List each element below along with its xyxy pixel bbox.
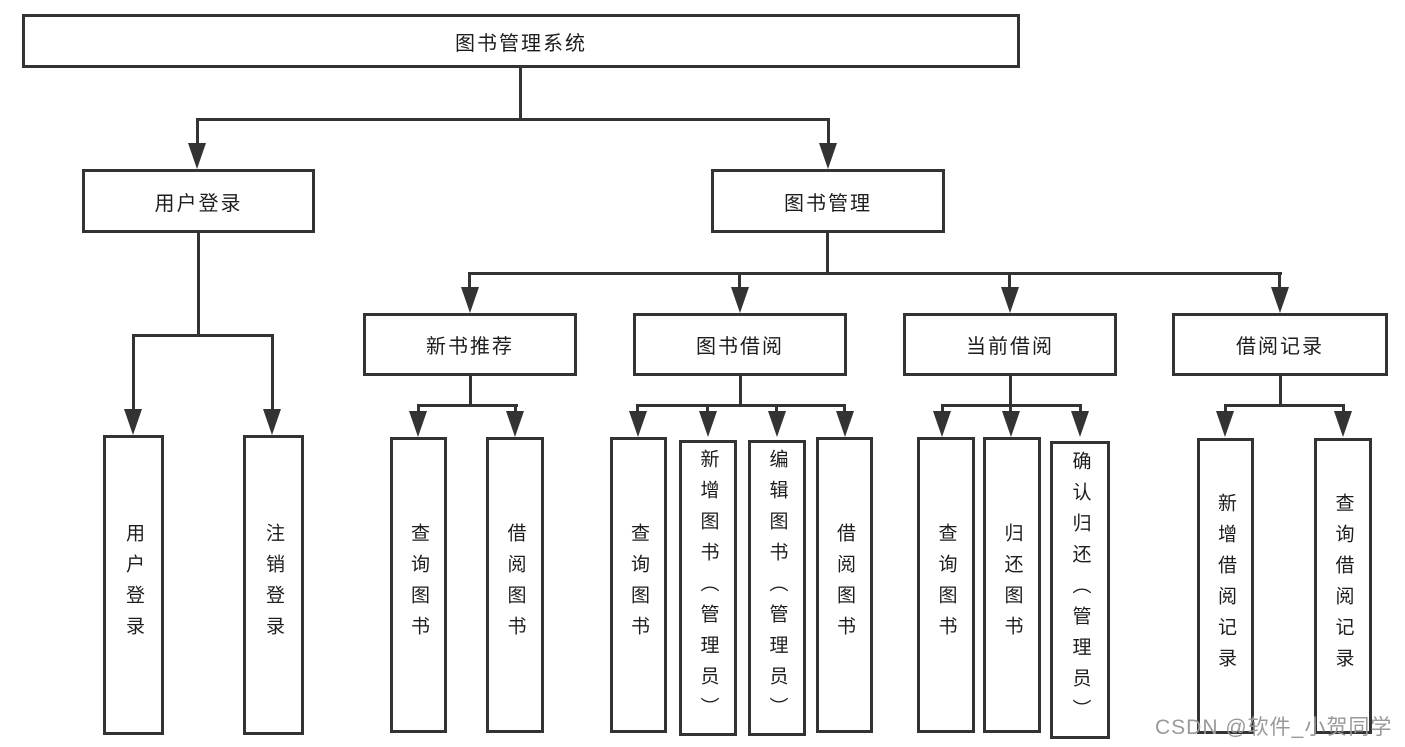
node-library-system: 图书管理系统: [22, 14, 1020, 68]
node-return-book-label: 归还图书: [1001, 523, 1023, 647]
node-add-book-admin-label: 新增图书（管理员）: [697, 448, 719, 728]
csdn-watermark: CSDN @软件_小贺同学: [1155, 716, 1393, 739]
node-book-borrow-label: 图书借阅: [696, 336, 784, 358]
node-borrow-search-book-label: 查询图书: [628, 523, 649, 647]
connector-line: [417, 404, 420, 413]
connector-line: [197, 233, 200, 336]
connector-line: [827, 118, 830, 147]
arrow-down-icon: [629, 411, 647, 437]
arrow-down-icon: [263, 409, 281, 435]
connector-line: [196, 118, 199, 147]
arrow-down-icon: [1334, 411, 1352, 437]
node-user-login-label: 用户登录: [154, 192, 243, 215]
node-current-search-book: 查询图书: [917, 437, 975, 733]
connector-line: [196, 118, 830, 121]
arrow-down-icon: [188, 143, 206, 169]
node-library-system-label: 图书管理系统: [455, 32, 587, 55]
connector-line: [132, 334, 274, 337]
node-edit-book-admin-label: 编辑图书（管理员）: [766, 448, 788, 728]
connector-line: [843, 404, 846, 413]
node-book-borrow: 图书借阅: [633, 313, 847, 376]
arrow-down-icon: [819, 143, 837, 169]
arrow-down-icon: [836, 411, 854, 437]
connector-line: [1224, 404, 1227, 413]
node-borrow-search-book: 查询图书: [610, 437, 667, 733]
node-user-login: 用户登录: [82, 169, 315, 233]
arrow-down-icon: [1002, 411, 1020, 437]
node-borrow-book-label: 借阅图书: [834, 523, 855, 647]
connector-line: [1278, 272, 1281, 289]
connector-line: [271, 334, 274, 412]
connector-line: [469, 376, 472, 407]
arrow-down-icon: [699, 411, 717, 437]
node-confirm-return-admin-label: 确认归还（管理员）: [1069, 450, 1091, 730]
arrow-down-icon: [461, 287, 479, 313]
connector-line: [738, 272, 741, 289]
node-borrow-records: 借阅记录: [1172, 313, 1388, 376]
connector-line: [636, 404, 639, 413]
arrow-down-icon: [1271, 287, 1289, 313]
connector-line: [468, 272, 471, 289]
connector-line: [706, 404, 709, 413]
arrow-down-icon: [933, 411, 951, 437]
node-add-borrow-record-label: 新增借阅记录: [1215, 493, 1236, 679]
connector-line: [468, 272, 1282, 275]
connector-line: [519, 68, 522, 119]
arrow-down-icon: [1001, 287, 1019, 313]
node-add-borrow-record: 新增借阅记录: [1197, 438, 1254, 734]
node-logout-label: 注销登录: [263, 523, 284, 647]
arrow-down-icon: [124, 409, 142, 435]
connector-line: [826, 233, 829, 274]
arrow-down-icon: [731, 287, 749, 313]
node-book-management-label: 图书管理: [784, 192, 872, 215]
connector-line: [1279, 375, 1282, 407]
node-current-borrow-label: 当前借阅: [966, 336, 1054, 358]
node-return-book: 归还图书: [983, 437, 1041, 733]
node-edit-book-admin: 编辑图书（管理员）: [748, 440, 806, 736]
arrow-down-icon: [409, 411, 427, 437]
arrow-down-icon: [1071, 411, 1089, 437]
node-search-borrow-record-label: 查询借阅记录: [1332, 493, 1354, 679]
node-add-book-admin: 新增图书（管理员）: [679, 440, 737, 736]
connector-line: [636, 404, 846, 407]
node-borrow-book: 借阅图书: [816, 437, 873, 733]
arrow-down-icon: [768, 411, 786, 437]
connector-line: [1009, 376, 1012, 407]
connector-line: [514, 404, 517, 413]
connector-line: [1009, 404, 1012, 413]
node-recommend-borrow-book: 借阅图书: [486, 437, 544, 733]
connector-line: [1079, 404, 1082, 413]
arrow-down-icon: [1216, 411, 1234, 437]
arrow-down-icon: [506, 411, 524, 437]
node-new-book-recommend: 新书推荐: [363, 313, 577, 376]
node-recommend-search-book: 查询图书: [390, 437, 447, 733]
node-recommend-borrow-book-label: 借阅图书: [504, 523, 526, 647]
node-confirm-return-admin: 确认归还（管理员）: [1050, 441, 1110, 739]
node-current-borrow: 当前借阅: [903, 313, 1117, 376]
node-user-login-action: 用户登录: [103, 435, 164, 735]
connector-line: [1342, 404, 1345, 413]
node-book-management: 图书管理: [711, 169, 945, 233]
node-user-login-action-label: 用户登录: [123, 523, 144, 647]
node-recommend-search-book-label: 查询图书: [408, 523, 429, 647]
connector-line: [1224, 404, 1345, 407]
node-borrow-records-label: 借阅记录: [1236, 336, 1324, 358]
connector-line: [775, 404, 778, 413]
connector-line: [941, 404, 944, 413]
node-new-book-recommend-label: 新书推荐: [426, 336, 514, 358]
connector-line: [417, 404, 518, 407]
connector-line: [739, 376, 742, 407]
node-current-search-book-label: 查询图书: [935, 523, 957, 647]
connector-line: [1008, 272, 1011, 289]
node-search-borrow-record: 查询借阅记录: [1314, 438, 1372, 734]
node-logout: 注销登录: [243, 435, 304, 735]
connector-line: [132, 334, 135, 412]
